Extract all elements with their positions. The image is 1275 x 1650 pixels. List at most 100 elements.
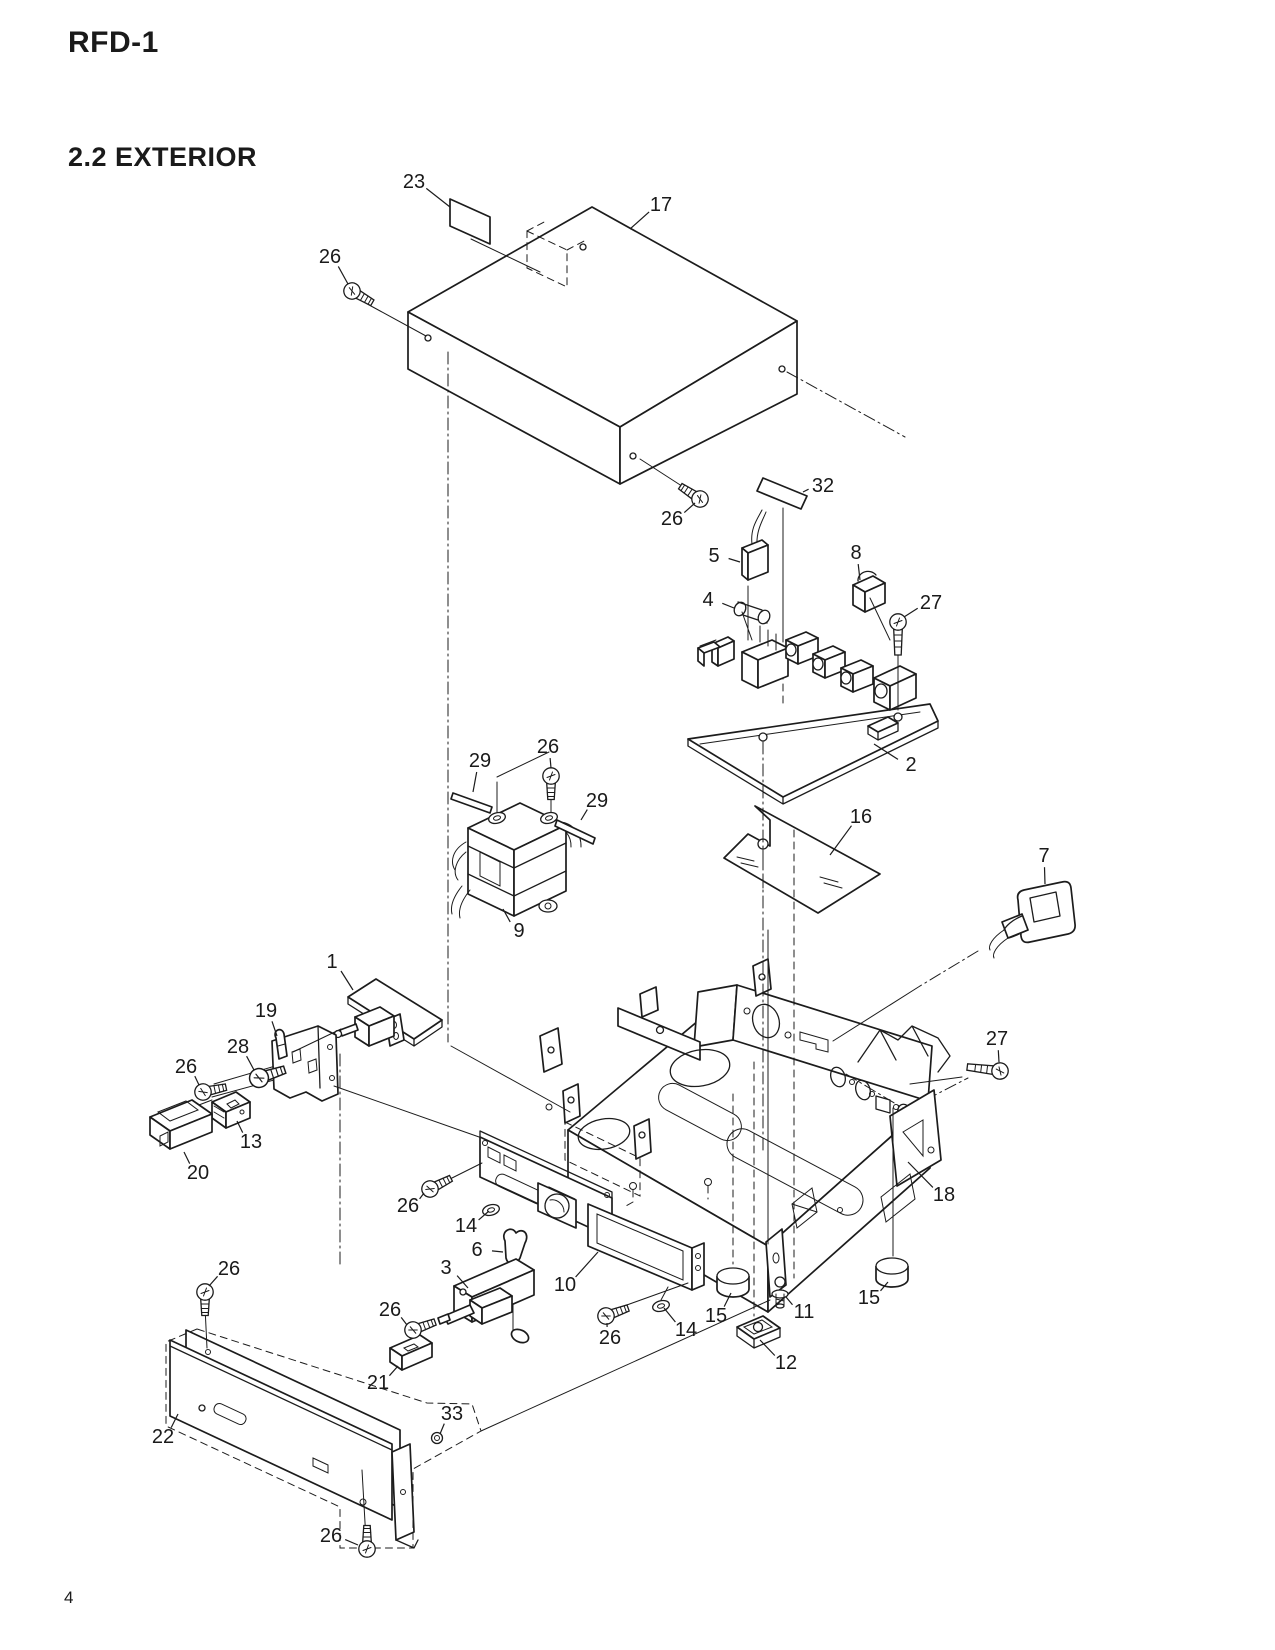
callout-leader-15 (723, 1292, 732, 1307)
callout-leader-26 (344, 1539, 359, 1546)
callout-label-6: 6 (471, 1239, 482, 1261)
callout-label-16: 16 (850, 806, 872, 828)
callout-label-15: 15 (858, 1287, 880, 1309)
callout-leader-26 (549, 758, 552, 769)
screw-part (542, 767, 560, 801)
callout-leader-27 (997, 1050, 1000, 1063)
callout-leader-19 (271, 1021, 278, 1037)
callout-label-26: 26 (175, 1056, 197, 1078)
fuse-part (697, 601, 771, 667)
lamp-holder-part (852, 570, 891, 641)
callout-leader-11 (785, 1296, 793, 1306)
callout-leader-18 (907, 1161, 934, 1188)
callout-label-14: 14 (675, 1319, 697, 1341)
power-switch-part (211, 1091, 251, 1129)
callout-leader-12 (759, 1339, 776, 1356)
callout-label-26: 26 (599, 1327, 621, 1349)
callout-leader-14 (478, 1210, 490, 1221)
callout-leader-32 (802, 488, 809, 493)
power-transformer-assembly (450, 751, 596, 919)
front-panel-assembly (165, 1299, 771, 1549)
callout-label-32: 32 (812, 475, 834, 497)
callout-label-22: 22 (152, 1426, 174, 1448)
callout-label-12: 12 (775, 1352, 797, 1374)
rear-pcb-assembly (687, 509, 939, 805)
front-sub-panel-part (479, 1130, 613, 1239)
callout-label-21: 21 (367, 1372, 389, 1394)
power-switch-bracket-assembly (149, 1025, 339, 1150)
callout-label-27: 27 (920, 592, 942, 614)
callout-leader-20 (183, 1151, 191, 1164)
callout-leader-17 (629, 211, 650, 230)
screw-part (418, 1170, 456, 1201)
screw-part (965, 1058, 1010, 1081)
callout-leader-26 (400, 1317, 408, 1326)
callout-leader-22 (170, 1413, 179, 1428)
callout-leader-8 (857, 564, 861, 581)
screw-part (889, 613, 907, 656)
transformer-pin-part (450, 792, 493, 814)
foot-part (875, 1257, 909, 1288)
callout-leader-4 (722, 602, 735, 609)
name-label-sticker-part (449, 198, 541, 273)
callout-leader-16 (829, 825, 852, 856)
switch-knob-part (149, 1099, 213, 1150)
page-number: 4 (64, 1588, 74, 1607)
model-title: RFD-1 (68, 26, 159, 59)
fastener-parts (192, 279, 1010, 1558)
callout-label-28: 28 (227, 1036, 249, 1058)
screw-part (358, 1524, 376, 1558)
callout-label-26: 26 (537, 736, 559, 758)
callout-leader-21 (388, 1365, 399, 1377)
push-button-part (389, 1334, 433, 1371)
callout-leader-3 (456, 1275, 469, 1289)
screw-part (675, 478, 712, 511)
square-foot-part (736, 1315, 781, 1349)
callout-leader-1 (340, 970, 354, 991)
callout-label-29: 29 (469, 750, 491, 772)
callout-label-33: 33 (441, 1403, 463, 1425)
clip-part (274, 1028, 288, 1060)
callout-label-8: 8 (850, 542, 861, 564)
callout-label-15: 15 (705, 1305, 727, 1327)
callout-label-2: 2 (905, 754, 916, 776)
top-cover-part (407, 206, 798, 485)
callout-label-26: 26 (397, 1195, 419, 1217)
foot-part (716, 1267, 750, 1298)
callout-leader-26 (208, 1275, 219, 1287)
screw-part (340, 279, 378, 311)
callout-label-26: 26 (319, 246, 341, 268)
callout-leader-26 (337, 266, 349, 285)
callout-label-11: 11 (794, 1301, 815, 1323)
transformer-pin-part (554, 819, 596, 845)
power-cord-part (832, 880, 1076, 1042)
callout-label-10: 10 (554, 1274, 576, 1296)
callout-leader-15 (880, 1281, 889, 1292)
insulation-sheet-part (723, 805, 881, 914)
front-frame-part (587, 1203, 705, 1291)
foot-screw-part (771, 1276, 789, 1309)
callout-label-13: 13 (240, 1131, 262, 1153)
callout-leader-9 (502, 908, 511, 923)
callout-leader-10 (575, 1251, 599, 1278)
callout-label-29: 29 (586, 790, 608, 812)
callout-leader-23 (425, 187, 451, 208)
speed-nut-part (430, 1431, 444, 1445)
callout-label-26: 26 (218, 1258, 240, 1280)
callout-leader-5 (728, 557, 741, 563)
callout-label-26: 26 (379, 1299, 401, 1321)
callout-leader-14 (663, 1307, 676, 1323)
callout-label-23: 23 (403, 171, 425, 193)
callout-leader-2 (873, 743, 899, 760)
jack-pcb-assembly (333, 978, 443, 1047)
callout-label-27: 27 (986, 1028, 1008, 1050)
screw-part (594, 1299, 632, 1328)
callout-label-1: 1 (326, 951, 337, 973)
callout-label-4: 4 (702, 589, 713, 611)
callout-leader-6 (491, 1250, 504, 1253)
callout-leader-13 (236, 1120, 244, 1133)
callout-leader-28 (246, 1055, 255, 1071)
screw-part (196, 1283, 214, 1317)
